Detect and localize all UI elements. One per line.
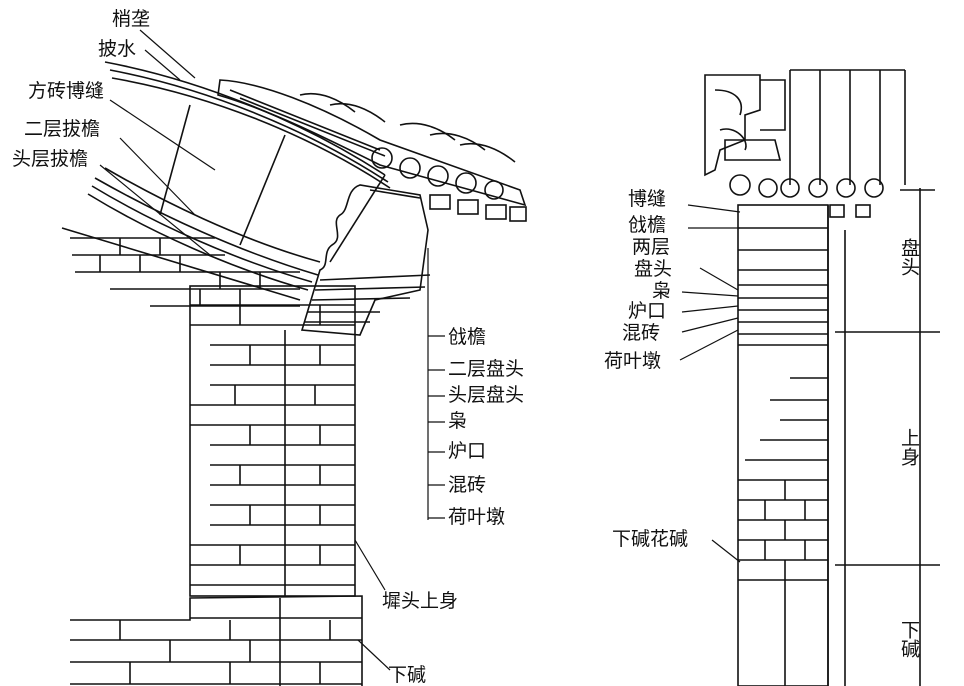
label-erceng-pantou: 二层盘头 — [448, 358, 525, 380]
gable-eaves — [87, 61, 391, 291]
dim-label-pantou: 盘头 — [898, 238, 920, 276]
label-heyedun-left: 荷叶墩 — [448, 506, 506, 528]
gable-wall — [61, 227, 301, 307]
label-lukou-right: 炉口 — [628, 300, 667, 322]
label-xiao-right: 枭 — [652, 280, 672, 302]
right-elevation — [704, 69, 940, 686]
label-jiyan-left: 戗檐 — [448, 326, 487, 348]
label-touceng-bayan: 头层拔檐 — [12, 148, 89, 170]
dim-label-shangshen: 上身 — [898, 428, 920, 466]
label-jiyan-right: 戗檐 — [628, 214, 667, 236]
label-xiao-left: 枭 — [448, 410, 468, 432]
label-pantou-right: 盘头 — [634, 258, 673, 280]
label-liangceng: 两层 — [632, 236, 671, 258]
lower-base — [70, 595, 363, 686]
label-qiaotou-shangshen: 墀头上身 — [382, 590, 459, 612]
label-heyedun-right: 荷叶墩 — [604, 350, 662, 372]
label-xiajian-left: 下碱 — [388, 664, 427, 686]
label-erceng-bayan: 二层拔檐 — [24, 118, 101, 140]
label-shaojiao: 梢垄 — [112, 8, 151, 30]
label-xiajian-huajian: 下碱花碱 — [612, 528, 689, 550]
label-hunzhuan-right: 混砖 — [622, 322, 661, 344]
roof-tiles — [217, 79, 527, 222]
label-hunzhuan-left: 混砖 — [448, 474, 487, 496]
label-lukou-left: 炉口 — [448, 440, 487, 462]
dim-label-xiajian: 下碱 — [898, 620, 920, 658]
right-leaders — [679, 204, 741, 563]
corbel-head — [300, 184, 431, 336]
label-bofeng-right: 博缝 — [628, 188, 667, 210]
label-fangzhuan-bofeng: 方砖博缝 — [28, 80, 105, 102]
pier-body — [189, 285, 356, 597]
label-pishui: 披水 — [98, 38, 137, 60]
left-leaders — [99, 29, 445, 671]
label-touceng-pantou: 头层盘头 — [448, 384, 525, 406]
